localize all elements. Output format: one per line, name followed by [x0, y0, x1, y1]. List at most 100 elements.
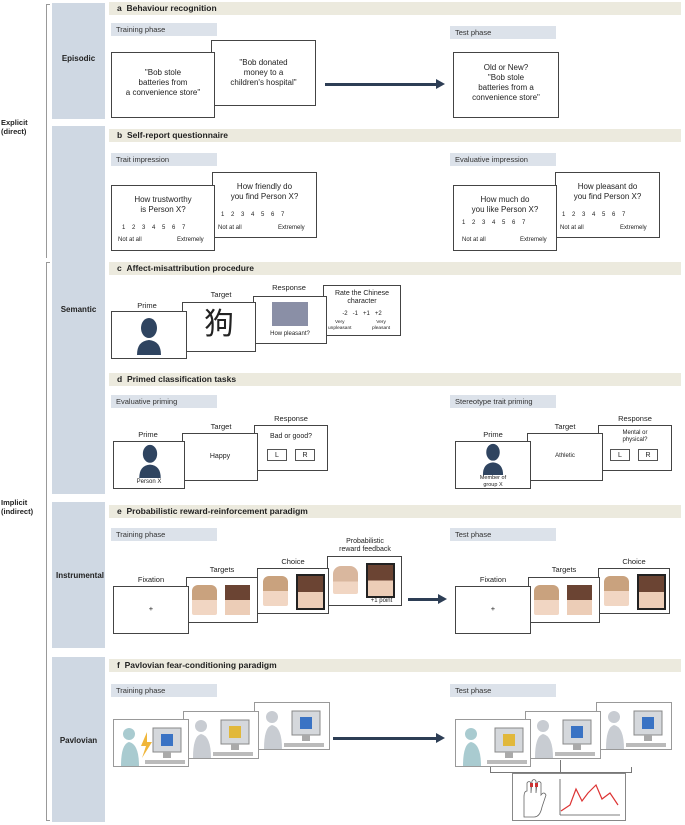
- panel-e-test-choice-label: Choice: [622, 557, 646, 566]
- panel-c-very-unpleasant: Very unpleasant: [328, 320, 352, 331]
- person-silhouette-icon: [139, 444, 161, 478]
- panel-e-fixation-label: Fixation: [137, 575, 165, 584]
- panel-d-stereo-key-l: L: [610, 449, 630, 461]
- computer-scene-icon: [535, 719, 595, 758]
- panel-f-training-phase: Training phase: [111, 684, 217, 697]
- instrumental-column: [52, 502, 105, 648]
- face-photo-icon: [604, 576, 629, 606]
- explicit-bracket-top: [46, 4, 50, 5]
- implicit-bracket-top: [46, 262, 50, 263]
- panel-b-q1-not-at-all: Not at all: [118, 237, 142, 243]
- semantic-label: Semantic: [60, 305, 97, 314]
- panel-d-mental-physical: Mental or physical?: [622, 430, 648, 443]
- panel-c-prime-label: Prime: [137, 301, 157, 310]
- panel-b-q4-scale: 1 2 3 4 5 6 7: [562, 212, 626, 218]
- computer-scene-icon: [463, 727, 527, 766]
- panel-e-test-phase: Test phase: [450, 528, 556, 541]
- panel-e-arrow: [408, 598, 440, 601]
- face-photo-selected-icon: [296, 574, 325, 610]
- panel-d-athletic: Athletic: [555, 453, 575, 459]
- panel-b-q3-not-at-all: Not at all: [462, 237, 486, 243]
- panel-b-q3-extremely: Extremely: [520, 237, 547, 243]
- panel-b-q2-not-at-all: Not at all: [218, 225, 242, 231]
- computer-scene-icon: [264, 710, 324, 749]
- panel-d-eval-response-box: [254, 425, 328, 471]
- panel-c-very-pleasant: Very pleasant: [372, 320, 391, 331]
- implicit-bracket-bottom: [46, 820, 50, 821]
- panel-b-letter: b: [117, 130, 123, 140]
- explicit-bracket: [46, 4, 47, 258]
- panel-d-evaluative-priming: Evaluative priming: [111, 395, 217, 408]
- panel-b-q3-text: How much do you like Person X?: [471, 195, 539, 214]
- panel-d-title: Primed classification tasks: [126, 374, 237, 384]
- panel-e-choice-label: Choice: [281, 557, 305, 566]
- person-silhouette-icon: [137, 318, 161, 355]
- episodic-column: [52, 3, 105, 119]
- panel-f-test-phase: Test phase: [450, 684, 556, 697]
- panel-b-q1-extremely: Extremely: [177, 237, 204, 243]
- face-photo-icon: [534, 585, 559, 615]
- panel-a-arrowhead: [436, 79, 445, 89]
- panel-b-q2-extremely: Extremely: [278, 225, 305, 231]
- panel-d-stereo-target-label: Target: [554, 422, 576, 431]
- panel-d-happy: Happy: [209, 453, 231, 460]
- face-photo-icon: [192, 585, 217, 615]
- panel-b-q4-extremely: Extremely: [620, 225, 647, 231]
- panel-f-arrow: [333, 737, 438, 740]
- panel-d-eval-target-box: [182, 433, 258, 481]
- panel-e-fixation-cross: +: [148, 604, 154, 613]
- panel-d-member-group: Member of group X: [479, 475, 507, 488]
- panel-d-letter: d: [117, 374, 123, 384]
- panel-b-q1-text: How trustworthy is Person X?: [134, 195, 192, 214]
- panel-c-rate-box: [323, 285, 401, 336]
- panel-d-eval-prime-label: Prime: [138, 430, 158, 439]
- panel-a-box-2-text: "Bob donated money to a children's hospi…: [230, 58, 297, 87]
- panel-a-arrow: [325, 83, 438, 86]
- panel-d-stereo-prime-label: Prime: [483, 430, 503, 439]
- episodic-label: Episodic: [61, 54, 96, 63]
- panel-e-training-phase: Training phase: [111, 528, 217, 541]
- panel-f-connector-drop: [560, 760, 561, 773]
- panel-b-q1-box: [111, 185, 215, 251]
- panel-b-q2-box: [212, 172, 317, 238]
- computer-scene-icon: [193, 719, 253, 758]
- panel-d-stereo-response-label: Response: [618, 414, 652, 423]
- panel-a-header: a Behaviour recognition: [109, 2, 681, 15]
- panel-b-q2-scale: 1 2 3 4 5 6 7: [221, 212, 285, 218]
- pavlovian-column: [52, 657, 105, 822]
- face-photo-icon: [263, 576, 288, 606]
- panel-f-title: Pavlovian fear-conditioning paradigm: [124, 660, 277, 670]
- panel-c-target-label: Target: [210, 290, 232, 299]
- panel-a-test-box-text: Old or New? "Bob stole batteries from a …: [472, 63, 540, 102]
- panel-c-header: c Affect-misattribution procedure: [109, 262, 681, 275]
- panel-e-title: Probabilistic reward-reinforcement parad…: [126, 506, 308, 516]
- panel-f-letter: f: [117, 660, 120, 670]
- panel-d-stereo-key-r: R: [638, 449, 658, 461]
- implicit-bracket: [46, 262, 47, 820]
- panel-b-trait-impression: Trait impression: [111, 153, 217, 166]
- panel-e-feedback-label: Probabilistic reward feedback: [339, 538, 391, 553]
- computer-shock-scene-icon: [121, 727, 185, 766]
- semantic-column: [52, 126, 105, 494]
- panel-c-how-pleasant: How pleasant?: [270, 331, 310, 337]
- panel-d-bad-or-good: Bad or good?: [269, 433, 313, 440]
- panel-b-header: b Self-report questionnaire: [109, 129, 681, 142]
- panel-b-evaluative-impression: Evaluative impression: [450, 153, 556, 166]
- panel-b-q3-scale: 1 2 3 4 5 6 7: [462, 220, 526, 226]
- panel-d-header: d Primed classification tasks: [109, 373, 681, 386]
- panel-a-box-2: [211, 40, 316, 106]
- panel-c-rate-scale: -2 -1 +1 +2: [342, 311, 382, 317]
- panel-c-response-label: Response: [272, 283, 306, 292]
- panel-e-test-fixation-label: Fixation: [479, 575, 507, 584]
- computer-scene-icon: [606, 710, 666, 749]
- panel-d-eval-response-label: Response: [274, 414, 308, 423]
- hand-electrode-icon: [523, 779, 547, 818]
- face-photo-selected-icon: [366, 563, 395, 598]
- face-photo-icon: [567, 585, 592, 615]
- panel-d-stereotype-priming: Stereotype trait priming: [450, 395, 556, 408]
- panel-a-letter: a: [117, 3, 122, 13]
- panel-e-test-fixation-cross: +: [490, 604, 496, 613]
- panel-c-target-box: [182, 302, 256, 352]
- panel-b-q4-text: How pleasant do you find Person X?: [573, 182, 642, 201]
- panel-b-q4-not-at-all: Not at all: [560, 225, 584, 231]
